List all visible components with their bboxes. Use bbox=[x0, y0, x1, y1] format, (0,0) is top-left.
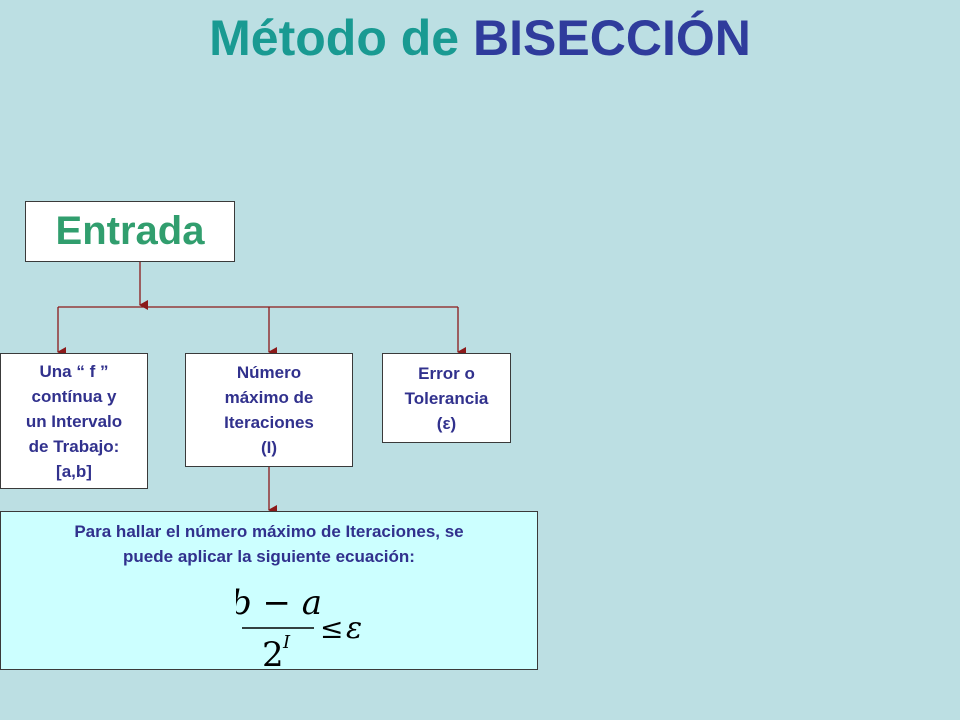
input3-line1: Error o bbox=[418, 363, 475, 383]
formula-numerator: b − a bbox=[236, 583, 322, 623]
equation-text-line1: Para hallar el número máximo de Iteracio… bbox=[74, 522, 464, 541]
formula-denominator-base: 2 bbox=[262, 635, 284, 673]
input2-line3: Iteraciones bbox=[224, 413, 314, 432]
input1-line1: Una “ f ” bbox=[39, 361, 109, 381]
formula-relation: ≤ bbox=[320, 612, 343, 645]
input-box-function-interval: Una “ f ” contínua y un Intervalo de Tra… bbox=[0, 353, 148, 489]
input2-line2: máximo de bbox=[224, 388, 314, 407]
input1-line3: un Intervalo bbox=[25, 411, 123, 431]
title-part1: Método de bbox=[209, 10, 460, 66]
input2-line1: Número bbox=[236, 363, 302, 382]
input1-line4: de Trabajo: bbox=[28, 436, 120, 456]
equation-text-line2: puede aplicar la siguiente ecuación: bbox=[123, 547, 415, 566]
input-box-tolerance: Error o Tolerancia (ε) bbox=[382, 353, 511, 443]
iteration-formula: b − a 2 I ≤ ε bbox=[236, 583, 362, 673]
input1-line2: contínua y bbox=[31, 386, 117, 406]
entrada-box: Entrada bbox=[25, 201, 235, 262]
input-box-max-iterations: Número máximo de Iteraciones (I) bbox=[185, 353, 353, 467]
equation-box: Para hallar el número máximo de Iteracio… bbox=[0, 511, 538, 670]
entrada-label: Entrada bbox=[55, 209, 205, 253]
input3-line2: Tolerancia bbox=[404, 388, 489, 408]
formula-rhs: ε bbox=[346, 611, 362, 646]
formula-denominator-exponent: I bbox=[282, 632, 291, 653]
input3-line3: (ε) bbox=[436, 413, 457, 433]
input2-line4: (I) bbox=[260, 438, 278, 457]
input1-line5: [a,b] bbox=[56, 461, 92, 481]
title-part2: BISECCIÓN bbox=[473, 10, 751, 66]
equation-description: Para hallar el número máximo de Iteracio… bbox=[1, 519, 537, 569]
page-title: Método de BISECCIÓN bbox=[0, 6, 960, 70]
